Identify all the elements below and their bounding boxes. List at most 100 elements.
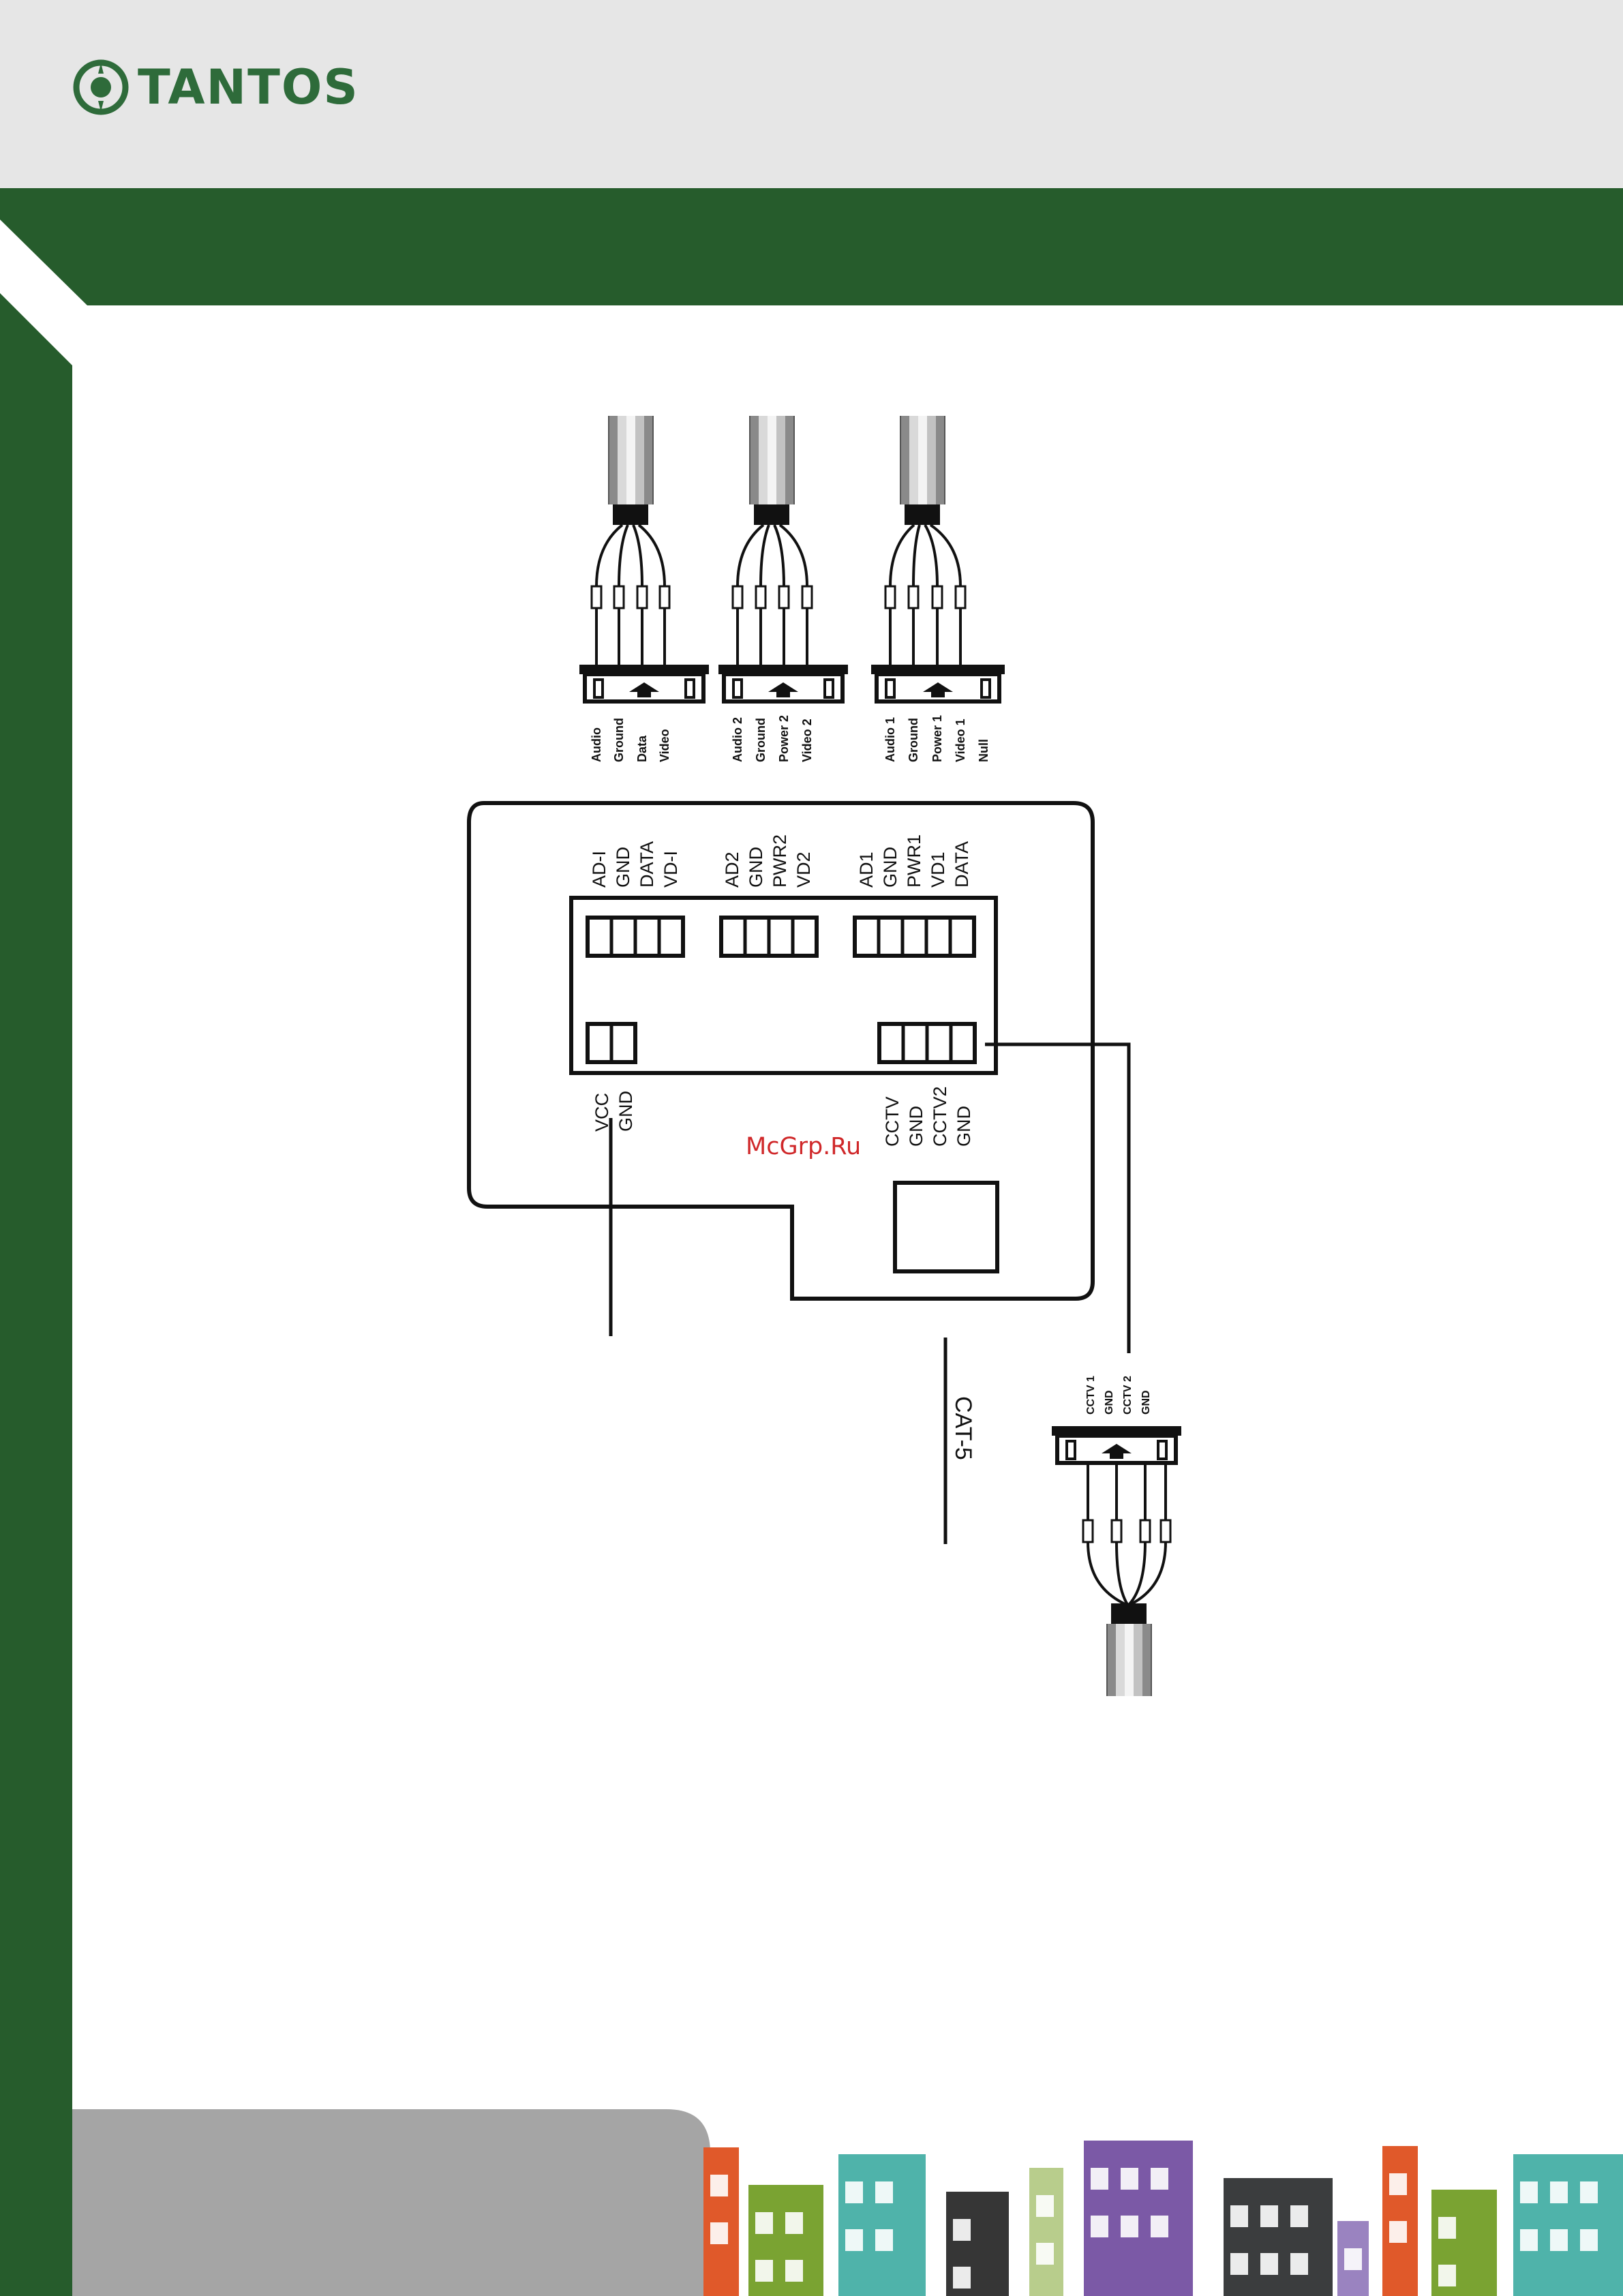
top-cable-2-jacket-shade	[785, 416, 794, 504]
top-wire-ferrule	[592, 586, 601, 608]
building-window	[875, 2181, 893, 2203]
top-wire-ferrule	[802, 586, 812, 608]
building-window	[1121, 2168, 1138, 2190]
board-chip	[895, 1183, 997, 1271]
top-cable-3-jacket-shade	[936, 416, 945, 504]
top-connector-3-pin-label: Audio 1	[883, 717, 897, 762]
cctv-terminal-label: CCTV	[882, 1097, 902, 1147]
bottom-cable-jacket-shade	[1125, 1624, 1134, 1696]
bottom-connector-pin-label: GND	[1140, 1390, 1152, 1415]
top-connector-3-pin-label: Ground	[907, 718, 920, 762]
building-window	[1580, 2229, 1598, 2251]
top-wire-ferrule	[956, 586, 965, 608]
building-window	[755, 2212, 773, 2234]
building-window	[1260, 2205, 1278, 2227]
terminal-group-2-label: AD2	[722, 851, 742, 888]
top-connector-2-pin-label: Power 2	[777, 715, 791, 762]
terminal-group-1-label: VD-I	[661, 851, 681, 888]
top-cable-1-boot	[613, 504, 648, 525]
bottom-connector-key-stem	[1110, 1452, 1123, 1459]
terminal-group-3-label: AD1	[856, 851, 877, 888]
top-connector-1-pin-label: Ground	[612, 718, 626, 762]
building-1	[703, 2147, 739, 2296]
building-window	[1520, 2229, 1538, 2251]
top-wire	[913, 525, 920, 586]
top-wire-ferrule	[637, 586, 647, 608]
building-window	[845, 2229, 863, 2251]
cat5-cable-label: CAT-5	[950, 1396, 976, 1460]
watermark: McGrp.Ru	[746, 1133, 861, 1160]
top-wire-ferrule	[660, 586, 669, 608]
top-connector-1-pin-label: Data	[635, 735, 649, 762]
terminal-group-3-label: DATA	[952, 841, 972, 888]
terminal-group-2-label: GND	[746, 847, 766, 888]
top-cable-3-boot	[905, 504, 940, 525]
bottom-wire-ferrule	[1140, 1520, 1150, 1542]
top-connector-2-pin-label: Ground	[754, 718, 768, 762]
building-window	[1091, 2216, 1108, 2237]
top-cable-1-jacket-shade	[635, 416, 644, 504]
top-connector-2-key-stem	[776, 691, 790, 697]
building-window	[1389, 2173, 1407, 2195]
city-skyline-illustration	[703, 2141, 1623, 2296]
building-window	[1438, 2217, 1456, 2239]
top-wire-ferrule	[885, 586, 895, 608]
building-window	[1230, 2253, 1248, 2275]
terminal-group-2-label: VD2	[793, 851, 814, 888]
footer-gray-panel	[72, 2109, 710, 2296]
top-connector-2-pin-label: Video 2	[800, 719, 814, 762]
building-window	[1091, 2168, 1108, 2190]
building-window	[1550, 2229, 1568, 2251]
top-cable-3-jacket-shade	[909, 416, 918, 504]
building-3	[838, 2154, 926, 2296]
building-window	[845, 2181, 863, 2203]
top-cable-2-jacket-shade	[750, 416, 759, 504]
wiring-diagram: Audio Ground Data Video Audio 2 Ground Power 2…	[469, 416, 1181, 1696]
top-connector-2-pin-label: Audio 2	[731, 717, 744, 762]
building-window	[953, 2219, 971, 2241]
building-window	[1290, 2205, 1308, 2227]
top-connector-1-key-stem	[637, 691, 651, 697]
top-wire-ferrule	[932, 586, 942, 608]
building-window	[875, 2229, 893, 2251]
bottom-connector-pin-label: GND	[1104, 1390, 1115, 1415]
building-window	[1260, 2253, 1278, 2275]
top-cable-1-jacket-shade	[618, 416, 626, 504]
top-wire-ferrule	[756, 586, 765, 608]
building-window	[710, 2222, 728, 2244]
bottom-connector-pin-label: CCTV 1	[1085, 1376, 1097, 1415]
cctv-terminal-label: GND	[954, 1106, 974, 1147]
top-cable-1-jacket-shade	[644, 416, 653, 504]
top-wire	[619, 525, 628, 586]
top-cable-3-jacket-shade	[927, 416, 936, 504]
building-window	[1121, 2216, 1138, 2237]
building-window	[1520, 2181, 1538, 2203]
building-window	[1344, 2248, 1362, 2270]
top-cable-1-jacket-shade	[609, 416, 618, 504]
top-connector-1-pin-label: Video	[658, 729, 671, 762]
top-wire	[925, 525, 937, 586]
top-cable-1-jacket-shade	[626, 416, 635, 504]
building-window	[953, 2267, 971, 2289]
top-connector-3-pin-label: Video 1	[954, 719, 967, 762]
cctv-lead-wire	[985, 1044, 1129, 1353]
building-window	[785, 2260, 803, 2282]
building-window	[1580, 2181, 1598, 2203]
bottom-connector-pin-label: CCTV 2	[1122, 1376, 1134, 1415]
top-cable-2-boot	[754, 504, 789, 525]
top-wire-ferrule	[614, 586, 624, 608]
bottom-cable-jacket-shade	[1142, 1624, 1151, 1696]
building-window	[1438, 2265, 1456, 2286]
bottom-cable-jacket-shade	[1107, 1624, 1116, 1696]
bottom-cable-boot	[1111, 1603, 1147, 1624]
building-7	[1224, 2178, 1333, 2296]
building-window	[710, 2175, 728, 2196]
top-connector-3-pin-label: Null	[977, 739, 990, 762]
top-connector-3-key-stem	[931, 691, 945, 697]
terminal-group-3-label: GND	[880, 847, 900, 888]
building-window	[1036, 2195, 1054, 2217]
terminal-group-1-label: DATA	[637, 841, 657, 888]
bottom-cable-jacket-shade	[1116, 1624, 1125, 1696]
building-window	[1151, 2168, 1168, 2190]
top-connector-1-pin-label: Audio	[590, 727, 603, 762]
